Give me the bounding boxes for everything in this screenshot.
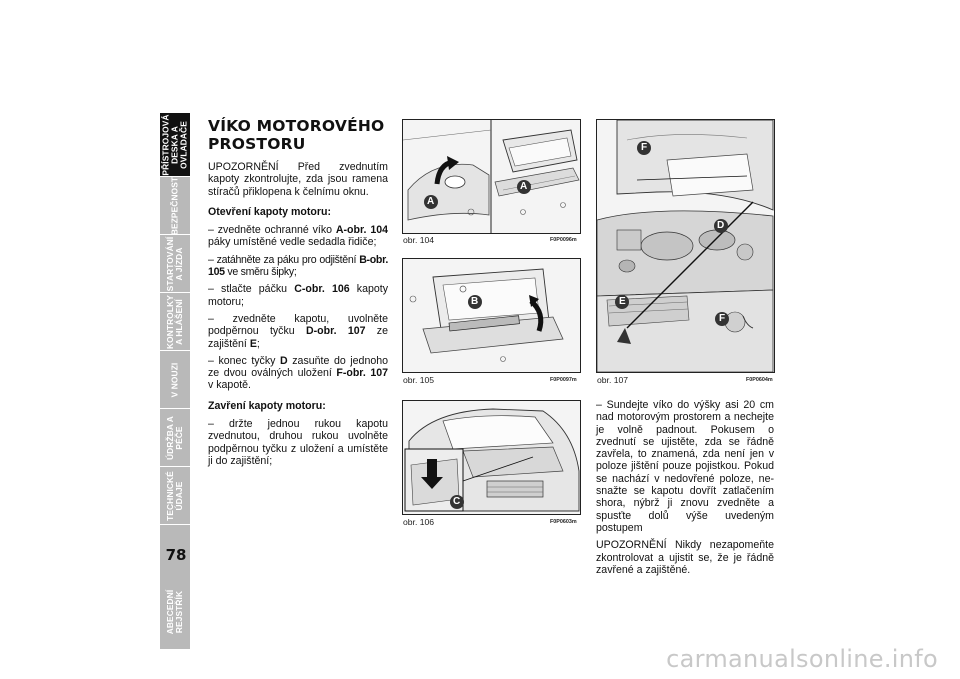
step-ref: D	[280, 354, 288, 367]
callout-b: B	[471, 296, 479, 307]
callout-c: C	[453, 496, 461, 507]
closing-paragraph: – Sundejte víko do výšky asi 20 cm nad m…	[596, 399, 774, 534]
figure-104: A A	[402, 119, 581, 234]
step-text: ve směru šipky;	[224, 266, 297, 279]
step-ref: A-obr. 104	[335, 224, 388, 237]
step-ref: F-obr. 107	[336, 367, 388, 380]
callout-e: E	[619, 296, 626, 307]
callout-d-marker	[714, 219, 728, 233]
tab-kontrolky[interactable]: KONTROLKY A HLÁŠENÍ	[160, 293, 190, 351]
tab-label: ÚDRŽBA A PÉČE	[165, 415, 184, 460]
tab-label: V NOUZI	[169, 362, 180, 397]
figure-107: F D E F	[596, 119, 775, 373]
callout-a: A	[427, 196, 435, 207]
callout-a: A	[520, 181, 528, 192]
text-column-3: – Sundejte víko do výšky asi 20 cm nad m…	[596, 399, 774, 581]
step-4: – zvedněte kapotu, uvolněte podpěrnou ty…	[208, 313, 388, 350]
tab-abecedni-rejstrik[interactable]: ABECEDNÍ REJSTŘÍK	[160, 525, 190, 650]
callout-e-marker	[615, 295, 629, 309]
figure-106-caption: obr. 106	[403, 517, 435, 527]
figure-105-code: F0P0097m	[550, 377, 577, 383]
figure-104-code: F0P0096m	[550, 237, 577, 243]
step-2: – zatáhněte za páku pro odjištění B-obr.…	[208, 254, 388, 279]
warning-paragraph: UPOZORNĚNÍ Nikdy nezapomeňte zkontrolova…	[596, 539, 774, 576]
figure-106-code: F0P0603m	[550, 519, 577, 525]
figure-106-illustration	[403, 401, 580, 514]
step-text: – zvedněte kapotu, uvolněte podpěrnou ty…	[208, 312, 388, 338]
figure-105-caption: obr. 105	[403, 375, 435, 385]
step-1: – zvedněte ochranné víko A-obr. 104 pá­k…	[208, 224, 388, 249]
figure-107-code: F0P0604m	[746, 377, 773, 383]
page-title: VÍKO MOTOROVÉHO PROSTORU	[208, 117, 385, 153]
callout-f: F	[719, 313, 726, 324]
tab-label: STARTOVÁNÍ A JÍZDA	[165, 236, 184, 291]
tab-bezpecnost[interactable]: BEZPEČNOST	[160, 176, 190, 235]
warning-paragraph: UPOZORNĚNÍ Před zvednutím kapoty zkontro…	[208, 161, 388, 198]
callout-f-marker	[715, 312, 729, 326]
callout-f: F	[641, 142, 648, 153]
text-column-1: VÍKO MOTOROVÉHO PROSTORU UPOZORNĚNÍ Před…	[208, 117, 388, 472]
step-text: – konec tyčky	[208, 354, 281, 367]
step-text: – zatáhněte za páku pro odjištění	[208, 253, 360, 266]
page-number: 78	[165, 546, 187, 564]
figure-107-illustration	[597, 120, 774, 372]
figure-106: C	[402, 400, 581, 515]
step-text: zasuňte do jednoho ze dvou oválných ulož…	[208, 354, 389, 380]
step-text: v ka­potě.	[208, 379, 251, 392]
step-ref: B-obr. 105	[208, 253, 388, 279]
tab-label: PŘÍSTROJOVÁ DESKA A OVLADAČE	[160, 113, 189, 176]
tab-startovani[interactable]: STARTOVÁNÍ A JÍZDA	[160, 235, 190, 293]
callout-c-marker	[450, 495, 464, 509]
open-heading: Otevření kapoty motoru:	[208, 205, 332, 218]
figure-105-illustration	[403, 259, 580, 372]
tab-label: BEZPEČNOST	[169, 176, 180, 235]
callout-a-marker	[424, 195, 438, 209]
warning-label: UPOZORNĚNÍ	[208, 161, 279, 173]
warning-label: UPOZORNĚNÍ	[596, 539, 667, 552]
warning-text: Před zvednutím kapoty zkontrolujte, zda …	[208, 161, 388, 198]
close-heading: Zavření kapoty motoru:	[208, 399, 326, 412]
figure-104-illustration	[403, 120, 580, 233]
step-text: ;	[256, 337, 260, 350]
callout-d: D	[717, 220, 725, 231]
tab-label: ABECEDNÍ REJSTŘÍK	[165, 589, 184, 635]
watermark: carmanualsonline.info	[666, 645, 938, 673]
step-text: – stlačte páčku	[208, 283, 295, 296]
tab-pristrojova-deska[interactable]: PŘÍSTROJOVÁ DESKA A OVLADAČE	[160, 113, 190, 177]
callout-b-marker	[468, 295, 482, 309]
figure-104-caption: obr. 104	[403, 235, 435, 245]
figure-105: B	[402, 258, 581, 373]
step-text: ze zajištění	[208, 325, 388, 350]
step-ref: D-obr. 107	[305, 325, 366, 338]
figure-107-caption: obr. 107	[597, 375, 629, 385]
tab-label: KONTROLKY A HLÁŠENÍ	[165, 294, 184, 349]
step-text: pá­ky umístěné vedle sedadla řidiče;	[208, 236, 377, 249]
tab-label: TECHNICKÉ ÚDAJE	[165, 470, 184, 521]
tab-v-nouzi[interactable]: V NOUZI	[160, 351, 190, 409]
callout-a-marker	[517, 180, 531, 194]
tab-udrzba[interactable]: ÚDRŽBA A PÉČE	[160, 409, 190, 467]
step-3: – stlačte páčku C-obr. 106 kapoty mo­tor…	[208, 283, 388, 308]
step-text: – zvedněte ochranné víko	[208, 224, 336, 237]
step-ref: E	[249, 337, 257, 350]
callout-f-marker	[637, 141, 651, 155]
warning-text: Nikdy nezapomeňte zkontrolovat a ujistit…	[596, 539, 774, 576]
step-ref: C-obr. 106	[294, 283, 350, 296]
close-step: – držte jednou rukou kapotu zvednutou, d…	[208, 418, 388, 467]
tab-technicke-udaje[interactable]: TECHNICKÉ ÚDAJE	[160, 467, 190, 525]
step-text: kapoty mo­toru;	[208, 283, 388, 308]
step-5: – konec tyčky D zasuňte do jednoho ze dv…	[208, 355, 388, 392]
